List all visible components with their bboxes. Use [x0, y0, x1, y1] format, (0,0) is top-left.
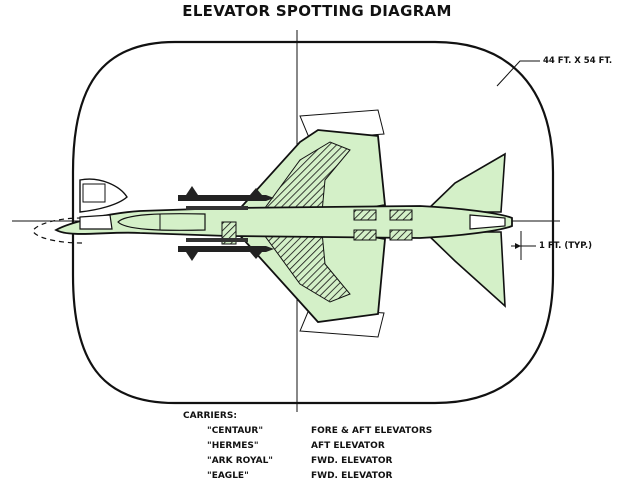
engine-bay-hatched-4	[389, 229, 413, 241]
clearance-arrow	[515, 243, 521, 249]
engine-bay-hatched-3	[353, 229, 377, 241]
carrier-name: "HERMES"	[207, 440, 259, 451]
tail-cone	[469, 214, 506, 230]
canopy	[117, 213, 206, 231]
missile-upper-2	[186, 206, 248, 210]
carrier-row: "HERMES" AFT ELEVATOR	[183, 438, 432, 453]
carrier-row: "CENTAUR" FORE & AFT ELEVATORS	[183, 423, 432, 438]
carrier-name: "EAGLE"	[207, 470, 249, 481]
engine-bay-hatched-1	[353, 209, 377, 221]
carrier-elevator: FWD. ELEVATOR	[311, 470, 393, 481]
missile-upper	[178, 186, 274, 201]
wing-ghost-upper	[299, 109, 385, 141]
elevator-dimension-leader	[496, 60, 540, 87]
elevator-size-label: 44 FT. X 54 FT.	[543, 56, 613, 66]
nose-section	[79, 214, 113, 230]
carrier-elevator: FORE & AFT ELEVATORS	[311, 425, 433, 436]
missile-lower	[178, 246, 274, 261]
carriers-table: CARRIERS: "CENTAUR" FORE & AFT ELEVATORS…	[183, 411, 432, 483]
engine-bay-hatched-2	[389, 209, 413, 221]
carriers-heading: CARRIERS:	[183, 411, 237, 421]
missile-lower-2	[186, 238, 248, 242]
carrier-row: "ARK ROYAL" FWD. ELEVATOR	[183, 453, 432, 468]
elevator-outline	[71, 40, 555, 405]
wing-ghost-lower	[299, 306, 385, 338]
clearance-label: 1 FT. (TYP.)	[539, 241, 592, 251]
carrier-name: "CENTAUR"	[207, 425, 264, 436]
tailplane-lower	[423, 231, 506, 308]
folded-nose-outline	[32, 217, 83, 244]
carrier-elevator: AFT ELEVATOR	[311, 440, 385, 451]
tailplane-upper	[423, 152, 506, 213]
fuselage	[54, 205, 513, 239]
carrier-name: "ARK ROYAL"	[207, 455, 273, 466]
carrier-elevator: FWD. ELEVATOR	[311, 455, 393, 466]
folded-radome	[79, 178, 128, 213]
carrier-row: "EAGLE" FWD. ELEVATOR	[183, 468, 432, 483]
radome-scale-marks	[82, 183, 106, 203]
diagram-title: ELEVATOR SPOTTING DIAGRAM	[182, 2, 452, 20]
